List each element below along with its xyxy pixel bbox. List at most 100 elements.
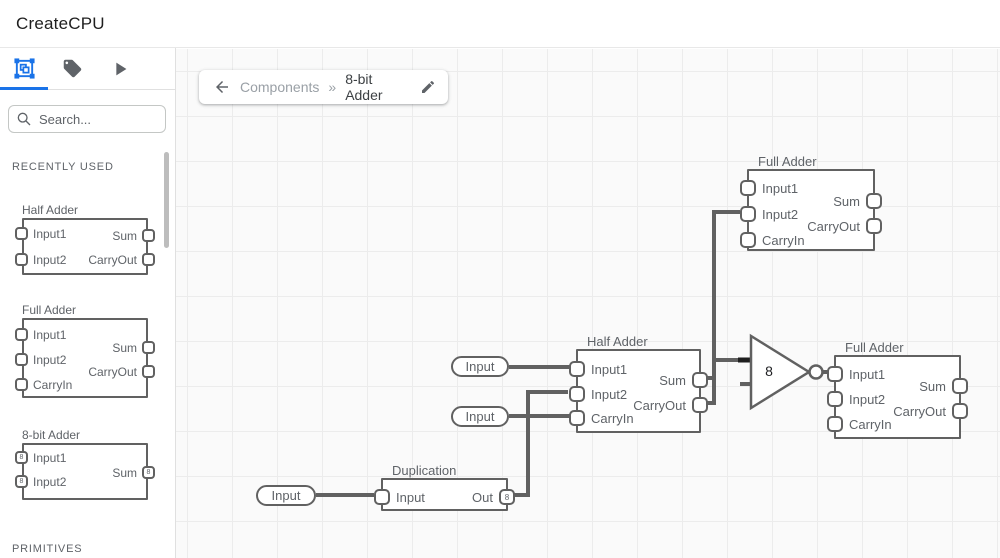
card-body: [22, 318, 148, 398]
search-input[interactable]: [8, 105, 166, 133]
port-handle[interactable]: [952, 378, 968, 394]
port-carryin[interactable]: CarryIn: [15, 378, 72, 392]
port-input2[interactable]: Input2: [740, 206, 798, 222]
port-carryout[interactable]: CarryOut: [893, 403, 968, 419]
input-node[interactable]: Input: [451, 406, 509, 427]
port-input2[interactable]: Input2: [15, 353, 66, 367]
port-carryout[interactable]: CarryOut: [88, 365, 155, 379]
sidebar-card-full-adder[interactable]: Full Adder Input1 Input2 CarryIn Sum Car…: [15, 303, 155, 398]
card-title: Half Adder: [22, 203, 79, 217]
component-title: Full Adder: [845, 340, 904, 355]
port-handle[interactable]: [569, 386, 585, 402]
component-full-adder-top[interactable]: Full Adder Input1 Input2 CarryIn Sum Car…: [740, 154, 882, 251]
port-handle[interactable]: [142, 365, 155, 378]
play-icon: [116, 62, 127, 75]
arrow-left-icon: [216, 81, 228, 93]
input-node[interactable]: Input: [256, 485, 316, 506]
port-handle[interactable]: 8: [499, 489, 515, 505]
port-handle[interactable]: [827, 416, 843, 432]
tag-icon: [63, 59, 81, 78]
port-handle[interactable]: [15, 227, 28, 240]
port-input2[interactable]: Input2: [15, 253, 66, 267]
port-handle[interactable]: [952, 403, 968, 419]
port-sum[interactable]: Sum: [112, 341, 155, 355]
port-carryin[interactable]: CarryIn: [740, 232, 805, 248]
port-handle[interactable]: [740, 206, 756, 222]
tab-components[interactable]: [0, 48, 48, 90]
port-input1[interactable]: Input1: [827, 366, 885, 382]
buffer-output-bubble: [808, 364, 824, 380]
buffer-width-label: 8: [765, 363, 773, 379]
component-full-adder-right[interactable]: Full Adder Input1 Input2 CarryIn Sum Car…: [827, 340, 968, 439]
breadcrumb-separator: »: [328, 79, 337, 95]
port-handle[interactable]: [15, 353, 28, 366]
port-handle[interactable]: [827, 366, 843, 382]
components-icon: [13, 58, 35, 79]
port-carryout[interactable]: CarryOut: [88, 253, 155, 267]
port-input1[interactable]: Input1: [15, 328, 66, 342]
rename-button[interactable]: [420, 79, 436, 95]
port-handle[interactable]: 8: [15, 475, 28, 488]
app-header: CreateCPU: [0, 0, 1000, 48]
port-sum[interactable]: Sum: [112, 229, 155, 243]
port-handle[interactable]: [142, 253, 155, 266]
editor-canvas[interactable]: 8 Components » 8-bit Adder Input Input I…: [176, 49, 1000, 558]
port-handle[interactable]: [866, 218, 882, 234]
primitives-heading: PRIMITIVES: [12, 543, 83, 555]
buffer-gate: [749, 333, 812, 411]
port-handle[interactable]: [15, 253, 28, 266]
sidebar-card-half-adder[interactable]: Half Adder Input1 Input2 Sum CarryOut: [15, 203, 155, 275]
tab-run[interactable]: [96, 48, 144, 90]
port-handle[interactable]: [740, 232, 756, 248]
port-carryin[interactable]: CarryIn: [569, 410, 634, 426]
port-handle[interactable]: [692, 372, 708, 388]
port-input1[interactable]: Input1: [740, 180, 798, 196]
port-handle[interactable]: [692, 397, 708, 413]
active-tab-indicator: [0, 87, 48, 90]
breadcrumb-current: 8-bit Adder: [345, 71, 383, 103]
port-handle[interactable]: [866, 193, 882, 209]
port-handle[interactable]: [15, 378, 28, 391]
port-handle[interactable]: [827, 391, 843, 407]
wire-dup-to-ha-input2: [514, 390, 568, 497]
port-handle[interactable]: [374, 489, 390, 505]
sidebar: RECENTLY USED Half Adder Input1 Input2 S…: [0, 48, 176, 558]
port-handle[interactable]: [569, 361, 585, 377]
port-handle[interactable]: [142, 229, 155, 242]
port-handle[interactable]: [569, 410, 585, 426]
port-handle[interactable]: [740, 180, 756, 196]
port-carryout[interactable]: CarryOut: [807, 218, 882, 234]
port-handle[interactable]: 8: [142, 466, 155, 479]
port-input1[interactable]: Input1: [15, 227, 66, 241]
port-handle[interactable]: [142, 341, 155, 354]
card-body: [22, 218, 148, 275]
card-title: 8-bit Adder: [22, 428, 81, 442]
breadcrumb-parent[interactable]: Components: [240, 79, 320, 95]
port-sum[interactable]: Sum: [833, 193, 882, 209]
port-input2[interactable]: Input2: [569, 386, 627, 402]
back-button[interactable]: [213, 78, 231, 96]
port-sum[interactable]: Sum: [919, 378, 968, 394]
sidebar-scrollbar[interactable]: [164, 152, 169, 248]
component-title: Full Adder: [758, 154, 817, 169]
port-carryin[interactable]: CarryIn: [827, 416, 892, 432]
port-handle[interactable]: 8: [15, 451, 28, 464]
port-input1[interactable]: Input1: [569, 361, 627, 377]
input-node[interactable]: Input: [451, 356, 509, 377]
tab-tags[interactable]: [48, 48, 96, 90]
port-sum[interactable]: Sum: [659, 372, 708, 388]
port-handle[interactable]: [15, 328, 28, 341]
port-carryout[interactable]: CarryOut: [633, 397, 708, 413]
port-input2[interactable]: Input2: [827, 391, 885, 407]
search-icon: [17, 112, 31, 126]
port-input[interactable]: Input: [374, 489, 425, 505]
component-half-adder[interactable]: Half Adder Input1 Input2 CarryIn Sum Car…: [569, 334, 708, 433]
pencil-icon: [422, 80, 435, 93]
breadcrumb: Components » 8-bit Adder: [199, 70, 448, 104]
